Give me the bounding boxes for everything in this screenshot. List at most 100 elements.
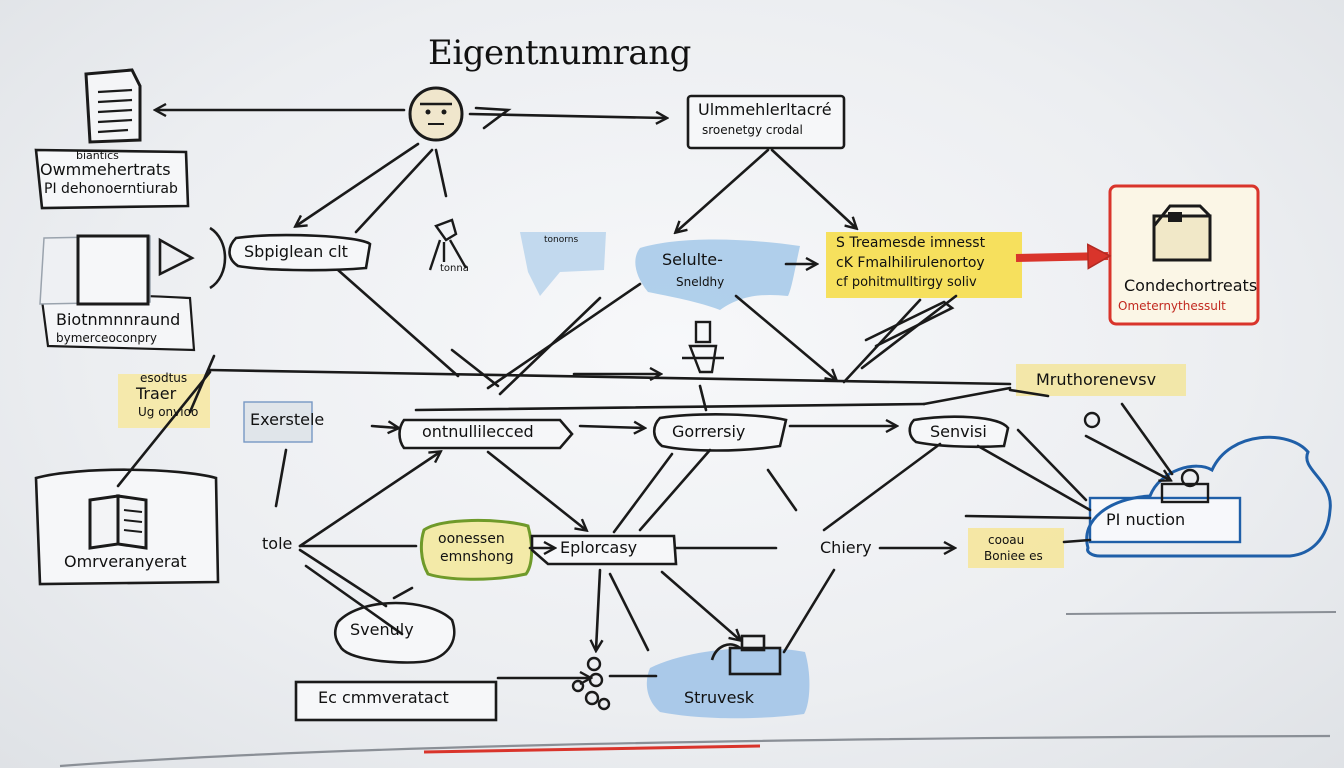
selute-blob xyxy=(635,239,800,310)
edge xyxy=(864,300,955,348)
exercise-note-bg xyxy=(243,401,313,443)
struvesk-blob xyxy=(646,648,810,719)
yellow-banner-line3: cf pohitmulltirgy soliv xyxy=(836,275,977,290)
person-label: tonna xyxy=(440,263,469,274)
edge xyxy=(676,148,770,232)
person-head-icon xyxy=(408,86,464,142)
edge xyxy=(922,386,1012,406)
edge xyxy=(188,354,216,414)
small-yellow-line1: cooau xyxy=(988,533,1025,547)
exercise-label: Exerstele xyxy=(250,410,325,429)
bottom-box-label: Ec cmmveratact xyxy=(318,688,449,707)
edge xyxy=(116,370,212,488)
edge xyxy=(842,298,922,384)
left-doc-frame xyxy=(34,148,190,210)
figure-icon-top xyxy=(428,218,468,271)
edge xyxy=(336,268,460,378)
epl-label: Eplorcasy xyxy=(560,538,638,557)
baseline-gray xyxy=(59,734,1331,768)
gorrersky-frame xyxy=(652,413,788,452)
trader-line2: Traer xyxy=(136,384,177,403)
senvisi-label: Senvisi xyxy=(930,422,987,441)
red-arrow xyxy=(1015,243,1112,270)
small-pin-icon xyxy=(1083,411,1101,429)
edge xyxy=(638,448,712,532)
edge xyxy=(822,442,942,532)
baseline-gray-right xyxy=(1065,611,1337,615)
yellow-banner-bg xyxy=(826,232,1022,298)
left-doc-line2: Owmmehertrats xyxy=(40,160,171,179)
small-yellow-bg xyxy=(968,528,1064,568)
cloud-label: PI nuction xyxy=(1106,510,1186,529)
edge xyxy=(734,294,836,380)
blue-card-shape xyxy=(520,232,606,296)
edge xyxy=(612,452,674,534)
green-note-line1: oonessen xyxy=(438,531,505,547)
book-icon xyxy=(88,494,148,550)
folder-icon xyxy=(1152,204,1212,262)
svenu-frame xyxy=(333,601,456,664)
cloud-outline xyxy=(1085,435,1332,558)
selute-line1: Selulte- xyxy=(662,250,723,269)
edge xyxy=(298,452,440,548)
senvisi-frame xyxy=(908,415,1010,449)
edge xyxy=(1120,402,1174,476)
edge xyxy=(414,402,926,412)
edge xyxy=(698,384,708,412)
left-mid-line2: bymerceoconpry xyxy=(56,331,157,345)
bottom-box-frame xyxy=(294,680,498,722)
square-play-icon xyxy=(39,226,227,306)
edge xyxy=(964,514,1092,520)
stack-icon-bottom xyxy=(571,656,611,711)
svenu-label: Svenuly xyxy=(350,620,414,639)
green-note-bg xyxy=(419,518,534,581)
top-right-box-line1: Ulmmehlerltacré xyxy=(698,100,832,119)
trader-line3: Ug onvioo xyxy=(138,405,199,419)
tole-label: tole xyxy=(262,534,293,553)
trader-line1: esodtus xyxy=(140,371,188,385)
edge xyxy=(486,282,642,390)
edge xyxy=(1016,428,1088,502)
top-right-box-line2: sroenetgy crodal xyxy=(702,123,803,137)
edge xyxy=(486,450,586,530)
red-box-line1: Condechortreats xyxy=(1124,276,1258,295)
edge xyxy=(296,142,420,226)
left-mid-line1: Biotnmnnraund xyxy=(56,310,181,329)
edge xyxy=(474,106,512,130)
edge xyxy=(782,568,836,654)
green-note-line2: emnshong xyxy=(440,549,514,565)
mruh-note-bg xyxy=(1016,364,1186,396)
small-yellow-line2: Boniee es xyxy=(984,549,1043,563)
mruh-label: Mruthorenevsv xyxy=(1036,370,1157,389)
diagram-title: Eigentnumrang xyxy=(428,33,691,73)
left-book-label: Omrveranyerat xyxy=(64,552,187,571)
struvesk-icon xyxy=(710,634,782,676)
omt-frame xyxy=(398,418,574,450)
yellow-banner-line1: S Treamesde imnesst xyxy=(836,235,986,251)
edge xyxy=(434,148,448,198)
selute-line2: Sneldhy xyxy=(676,275,725,289)
red-box-line2: Ometernythessult xyxy=(1118,299,1226,313)
omt-label: ontnullilecced xyxy=(422,422,534,441)
edge xyxy=(392,586,414,600)
left-doc-line1: biantics xyxy=(76,149,119,162)
lab-icon-cloud xyxy=(1160,468,1210,504)
spbgle-label: Sbpiglean clt xyxy=(244,242,348,261)
edge xyxy=(976,444,1092,512)
figure-icon-center xyxy=(682,320,724,374)
small-card-label: tonorns xyxy=(544,235,579,245)
edge xyxy=(660,570,740,640)
spbgle-frame xyxy=(228,233,372,272)
gorrersky-label: Gorrersiy xyxy=(672,422,746,441)
edge xyxy=(354,148,434,234)
edge xyxy=(578,426,644,428)
edge xyxy=(370,426,398,428)
edge xyxy=(450,348,500,388)
top-right-box-frame xyxy=(686,94,846,150)
edge xyxy=(608,572,650,652)
edge xyxy=(274,448,288,508)
document-icon xyxy=(84,68,142,144)
edge xyxy=(298,548,388,608)
